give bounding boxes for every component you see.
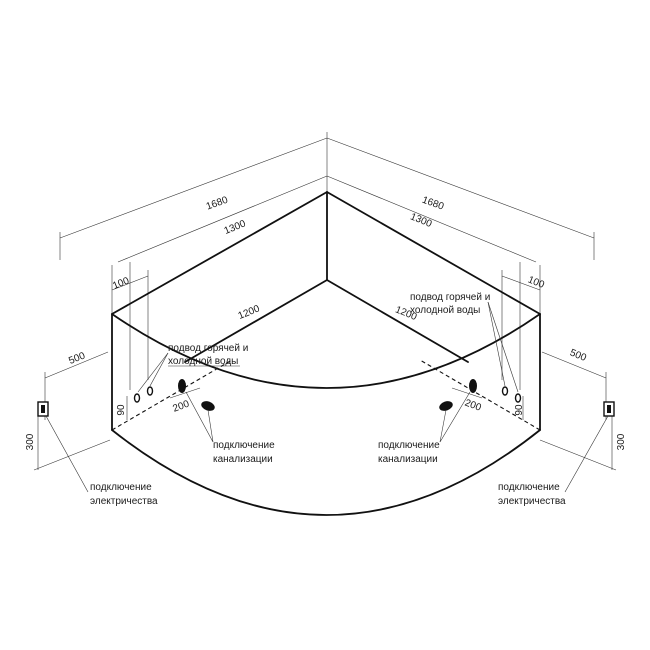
dim-outer-left: 1680 (205, 195, 230, 213)
label-drain-left-2: канализации (213, 454, 273, 465)
dim-width-right: 500 (568, 347, 588, 364)
dim-width-left: 500 (67, 350, 87, 367)
dim-offset-right: 100 (526, 274, 546, 291)
label-water-supply-right-2: холодной воды (410, 305, 480, 316)
leader-lines (45, 301, 609, 493)
bathtub-outline (111, 191, 541, 516)
label-water-supply-left-2: холодной воды (168, 356, 238, 367)
dim-pipe-right: 200 (463, 398, 483, 414)
drain-right-1 (469, 379, 477, 393)
dim-height-left: 300 (25, 433, 36, 450)
label-electric-left-2: электричества (90, 496, 158, 507)
annotations: подвод горячей и холодной воды подвод го… (90, 292, 566, 507)
dim-side-right: 1300 (409, 211, 434, 230)
water-supply-left-hot (133, 393, 141, 403)
dimension-lines: 1680 1680 1300 1300 100 100 1200 1200 50… (25, 132, 627, 471)
dim-drop-left: 90 (116, 404, 127, 416)
water-supply-right-cold (514, 393, 522, 403)
electric-socket-left (37, 401, 49, 417)
dim-side-left: 1300 (223, 218, 248, 237)
water-supply-left-cold (146, 386, 154, 396)
label-electric-right-2: электричества (498, 496, 566, 507)
label-electric-left-1: подключение (90, 482, 152, 493)
water-supply-right-hot (501, 386, 509, 396)
drain-left-1 (178, 379, 186, 393)
electric-socket-right (603, 401, 615, 417)
label-drain-right-1: подключение (378, 440, 440, 451)
label-electric-right-1: подключение (498, 482, 560, 493)
dim-drop-right: 90 (514, 404, 525, 416)
dim-offset-left: 100 (111, 275, 131, 292)
label-water-supply-right-1: подвод горячей и (410, 292, 490, 303)
drain-right-2 (439, 401, 453, 411)
dim-pipe-left: 200 (171, 398, 191, 414)
label-water-supply-left-1: подвод горячей и (168, 343, 248, 354)
drain-left-2 (201, 401, 215, 411)
label-drain-right-2: канализации (378, 454, 438, 465)
fixtures (37, 379, 615, 417)
dim-height-right: 300 (616, 433, 627, 450)
dim-outer-right: 1680 (421, 195, 446, 213)
label-drain-left-1: подключение (213, 440, 275, 451)
